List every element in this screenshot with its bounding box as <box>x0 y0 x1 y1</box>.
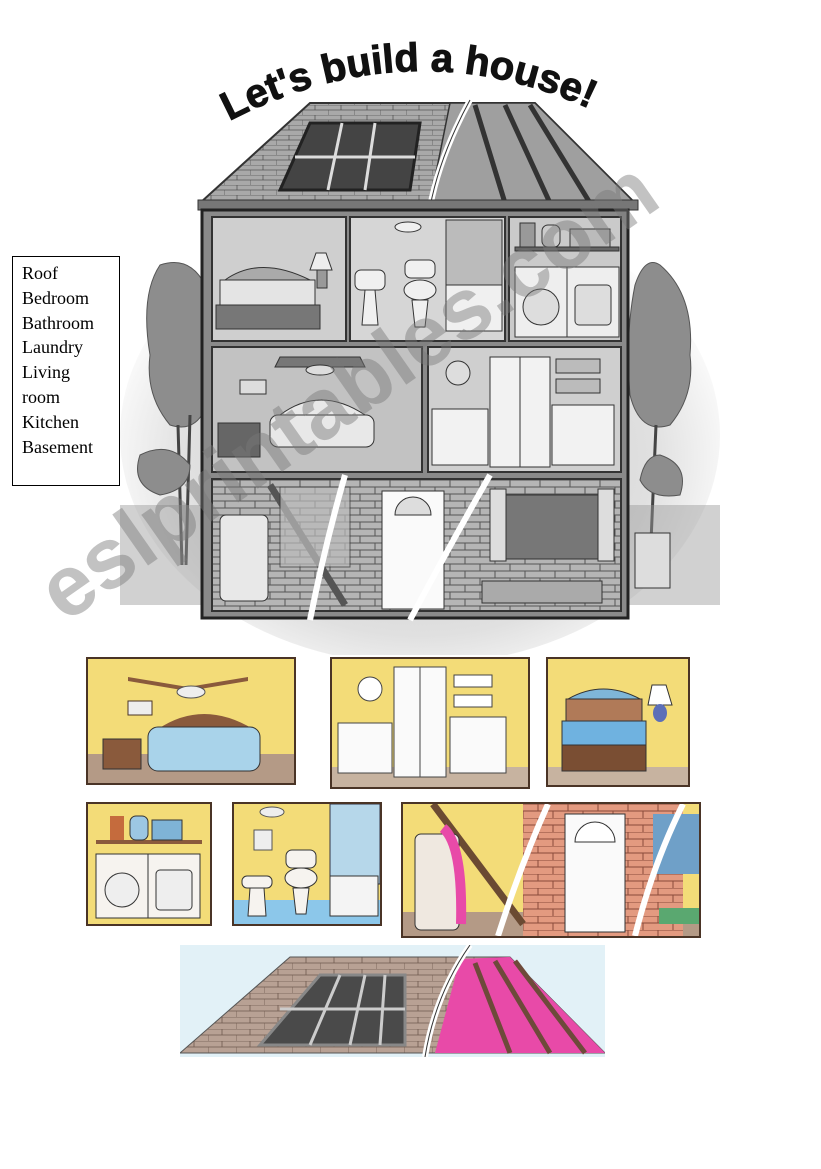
house-diagram <box>120 95 720 665</box>
word-basement: Basement <box>22 436 93 457</box>
bathroom-illustration <box>234 804 380 924</box>
living-room-illustration <box>88 677 294 783</box>
laundry-illustration <box>95 815 202 919</box>
washer-dryer-icon <box>514 222 620 338</box>
word-list-box: Roof Bedroom Bathroom Laundry Living roo… <box>12 256 120 486</box>
word-roof: Roof <box>22 263 58 283</box>
card-basement[interactable] <box>401 802 701 938</box>
word-bathroom: Bathroom <box>22 312 94 333</box>
basement-illustration <box>403 804 699 936</box>
bed-icon <box>215 252 333 330</box>
bedroom-illustration <box>548 684 688 785</box>
tree-left <box>137 262 215 566</box>
card-roof[interactable] <box>180 945 605 1057</box>
word-room: room <box>22 386 60 407</box>
kitchen-appliances-icon <box>431 356 615 468</box>
word-kitchen: Kitchen <box>22 411 79 432</box>
worksheet-title: Let's build a house! <box>213 40 604 130</box>
card-bedroom[interactable] <box>546 657 690 787</box>
word-laundry: Laundry <box>22 337 83 358</box>
sofa-icon <box>217 356 375 458</box>
toilet-icon <box>354 219 503 332</box>
card-laundry[interactable] <box>86 802 212 926</box>
roof-illustration <box>180 945 605 1057</box>
card-kitchen[interactable] <box>330 657 530 789</box>
word-bedroom: Bedroom <box>22 287 89 308</box>
kitchen-illustration <box>332 666 528 787</box>
house-illustration <box>120 98 720 665</box>
basement-icon <box>219 473 615 622</box>
card-living-room[interactable] <box>86 657 296 785</box>
word-living: Living <box>22 362 70 383</box>
card-bathroom[interactable] <box>232 802 382 926</box>
tree-right <box>627 262 692 566</box>
